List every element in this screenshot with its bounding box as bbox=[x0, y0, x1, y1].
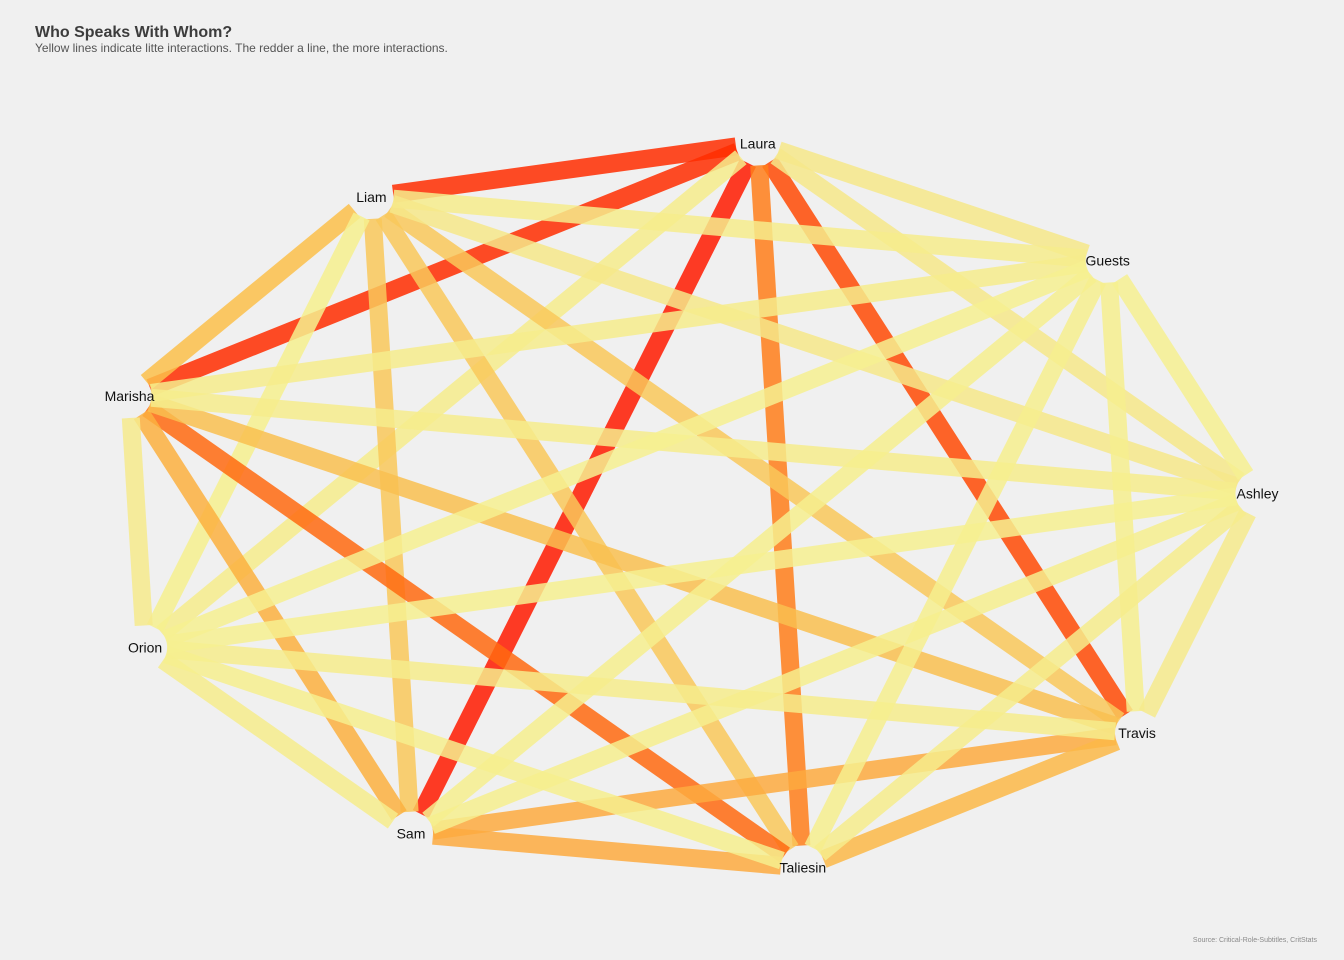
edge-taliesin-guests bbox=[804, 276, 1106, 852]
node-label-orion: Orion bbox=[128, 639, 162, 655]
edge-liam-travis bbox=[384, 202, 1125, 728]
node-label-guests: Guests bbox=[1086, 253, 1130, 269]
edge-sam-travis bbox=[431, 727, 1117, 840]
edge-marisha-taliesin bbox=[142, 401, 790, 863]
node-label-marisha: Marisha bbox=[105, 388, 155, 404]
node-label-laura: Laura bbox=[740, 135, 776, 151]
edge-marisha-orion bbox=[121, 417, 153, 627]
edge-laura-ashley bbox=[770, 148, 1245, 489]
edge-ashley-orion bbox=[165, 487, 1238, 654]
chart-title: Who Speaks With Whom? bbox=[35, 24, 233, 41]
edge-guests-orion bbox=[162, 260, 1091, 648]
edge-laura-taliesin bbox=[750, 164, 811, 847]
edge-travis-guests bbox=[1100, 281, 1145, 712]
edge-liam-ashley bbox=[389, 195, 1240, 496]
edge-taliesin-ashley bbox=[814, 500, 1247, 861]
edge-sam-taliesin bbox=[432, 826, 782, 875]
edge-laura-guests bbox=[775, 141, 1090, 263]
edge-sam-orion bbox=[157, 652, 399, 829]
edge-sam-guests bbox=[422, 267, 1097, 827]
edge-travis-taliesin bbox=[819, 733, 1121, 868]
edge-laura-travis bbox=[762, 157, 1133, 720]
edge-liam-guests bbox=[392, 189, 1087, 268]
edge-marisha-sam bbox=[133, 409, 407, 821]
chart-subtitle: Yellow lines indicate litte interactions… bbox=[35, 41, 448, 55]
edge-marisha-travis bbox=[147, 394, 1120, 735]
edge-layer bbox=[121, 137, 1256, 875]
source-caption: Source: Critical-Role-Subtitles, CritSta… bbox=[1192, 937, 1317, 944]
node-label-ashley: Ashley bbox=[1236, 486, 1278, 502]
edge-sam-ashley bbox=[428, 493, 1241, 834]
edge-guests-ashley bbox=[1112, 274, 1254, 480]
edge-laura-sam bbox=[412, 158, 756, 819]
edge-travis-orion bbox=[166, 640, 1116, 741]
edge-liam-orion bbox=[146, 212, 370, 632]
edge-liam-sam bbox=[363, 218, 419, 813]
edge-laura-liam bbox=[391, 137, 738, 203]
edge-laura-orion bbox=[156, 150, 747, 641]
edge-marisha-ashley bbox=[150, 388, 1237, 501]
edge-travis-ashley bbox=[1138, 509, 1256, 718]
node-label-taliesin: Taliesin bbox=[779, 860, 826, 876]
edge-liam-taliesin bbox=[375, 210, 799, 854]
edge-taliesin-orion bbox=[163, 645, 785, 870]
edge-liam-marisha bbox=[140, 203, 361, 389]
edge-laura-marisha bbox=[146, 143, 741, 397]
edge-marisha-guests bbox=[150, 254, 1088, 402]
node-label-sam: Sam bbox=[397, 826, 426, 842]
node-label-travis: Travis bbox=[1118, 725, 1156, 741]
node-label-liam: Liam bbox=[356, 189, 386, 205]
